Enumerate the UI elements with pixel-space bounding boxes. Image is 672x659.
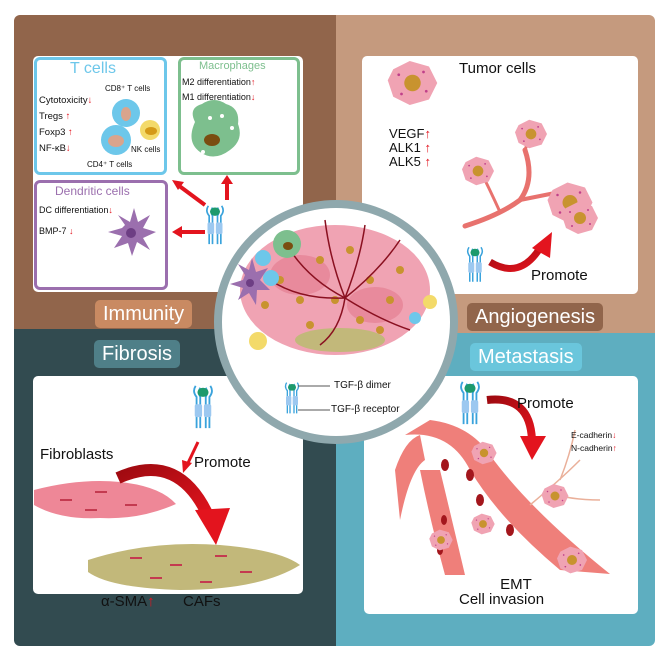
t-cell-item: Tregs ↑ (39, 111, 71, 122)
emt-label: EMT (500, 576, 532, 593)
tgf-beta-receptor-label: TGF-β receptor (331, 404, 400, 415)
cd8-label: CD8⁺ T cells (105, 84, 151, 93)
dendritic-cell-icon (230, 258, 270, 305)
nk-label: NK cells (131, 145, 161, 154)
metastasis-promote-label: Promote (517, 395, 574, 412)
fibrosis-promote-label: Promote (194, 454, 251, 471)
cd4-t-cell-icon (101, 125, 131, 155)
dendritic-cell-icon (108, 208, 156, 256)
cafs-icon (88, 544, 300, 590)
macrophage-item: M2 differentiation↑ (182, 77, 256, 87)
fibroblasts-label: Fibroblasts (40, 446, 114, 463)
tumor-cell-icon (471, 513, 495, 535)
nk-cell-icon (140, 120, 160, 140)
cadherin-markers: E-cadherin↓ N-cadherin↑ (571, 430, 617, 453)
angiogenesis-factors: VEGF↑ ALK1 ↑ ALK5 ↑ (389, 126, 431, 169)
t-cells-box (34, 57, 167, 175)
t-cell-icon (255, 250, 421, 324)
tumor-cell-icon (541, 484, 569, 508)
cell-invasion-label: Cell invasion (459, 591, 545, 608)
angiogenesis-label: Angiogenesis (467, 303, 604, 331)
nk-cell-icon (249, 295, 437, 350)
fibroblasts-icon (34, 481, 176, 519)
tgf-beta-receptor-icon (460, 380, 480, 426)
arrow-to-dendritic-icon (172, 226, 205, 238)
immunity-label: Immunity (95, 300, 193, 328)
cafs-label: CAFs (183, 593, 221, 610)
transform-curved-arrow-icon (115, 464, 230, 545)
tumor-microenvironment-circle (214, 200, 458, 444)
tumor-cell-icon (515, 119, 547, 149)
macrophage-icon (191, 100, 240, 157)
tumor-cell-icon (462, 156, 494, 186)
blood-vessel-icon (395, 420, 610, 575)
tgf-beta-receptor-icon (193, 384, 213, 430)
t-cells-title: T cells (70, 60, 116, 77)
metastasis-label: Metastasis (470, 343, 582, 371)
tumor-cell-icon (387, 61, 438, 105)
dendritic-item: BMP-7 ↓ (39, 226, 74, 236)
dendritic-item: DC differentiation↓ (39, 205, 113, 215)
macrophages-title: Macrophages (199, 60, 266, 72)
t-cell-item: NF-κB↓ (39, 143, 71, 154)
cd8-t-cell-icon (112, 99, 140, 127)
promote-curved-arrow-icon (488, 232, 552, 272)
promote-curved-arrow-icon (486, 395, 546, 460)
tgf-beta-receptor-icon (466, 246, 484, 283)
t-cell-item: Foxp3 ↑ (39, 127, 73, 138)
cd4-label: CD4⁺ T cells (87, 160, 133, 169)
promote-arrow-icon (182, 441, 200, 473)
dendritic-cells-title: Dendritic cells (55, 184, 130, 198)
fibrosis-label: Fibrosis (94, 340, 181, 368)
angiogenesis-promote-label: Promote (531, 267, 588, 284)
macrophage-item: M1 differentiation↓ (182, 92, 256, 102)
arrow-to-macrophages-icon (221, 175, 233, 200)
t-cell-item: Cytotoxicity↓ (39, 95, 93, 106)
macrophage-icon (273, 230, 301, 258)
alpha-sma-label: α-SMA↑ (101, 593, 155, 610)
tgf-beta-dimer-label: TGF-β dimer (334, 380, 391, 391)
tumor-cells-label: Tumor cells (459, 60, 536, 77)
arrow-to-t-cells-icon (172, 180, 207, 207)
tgf-beta-receptor-icon (205, 204, 225, 246)
